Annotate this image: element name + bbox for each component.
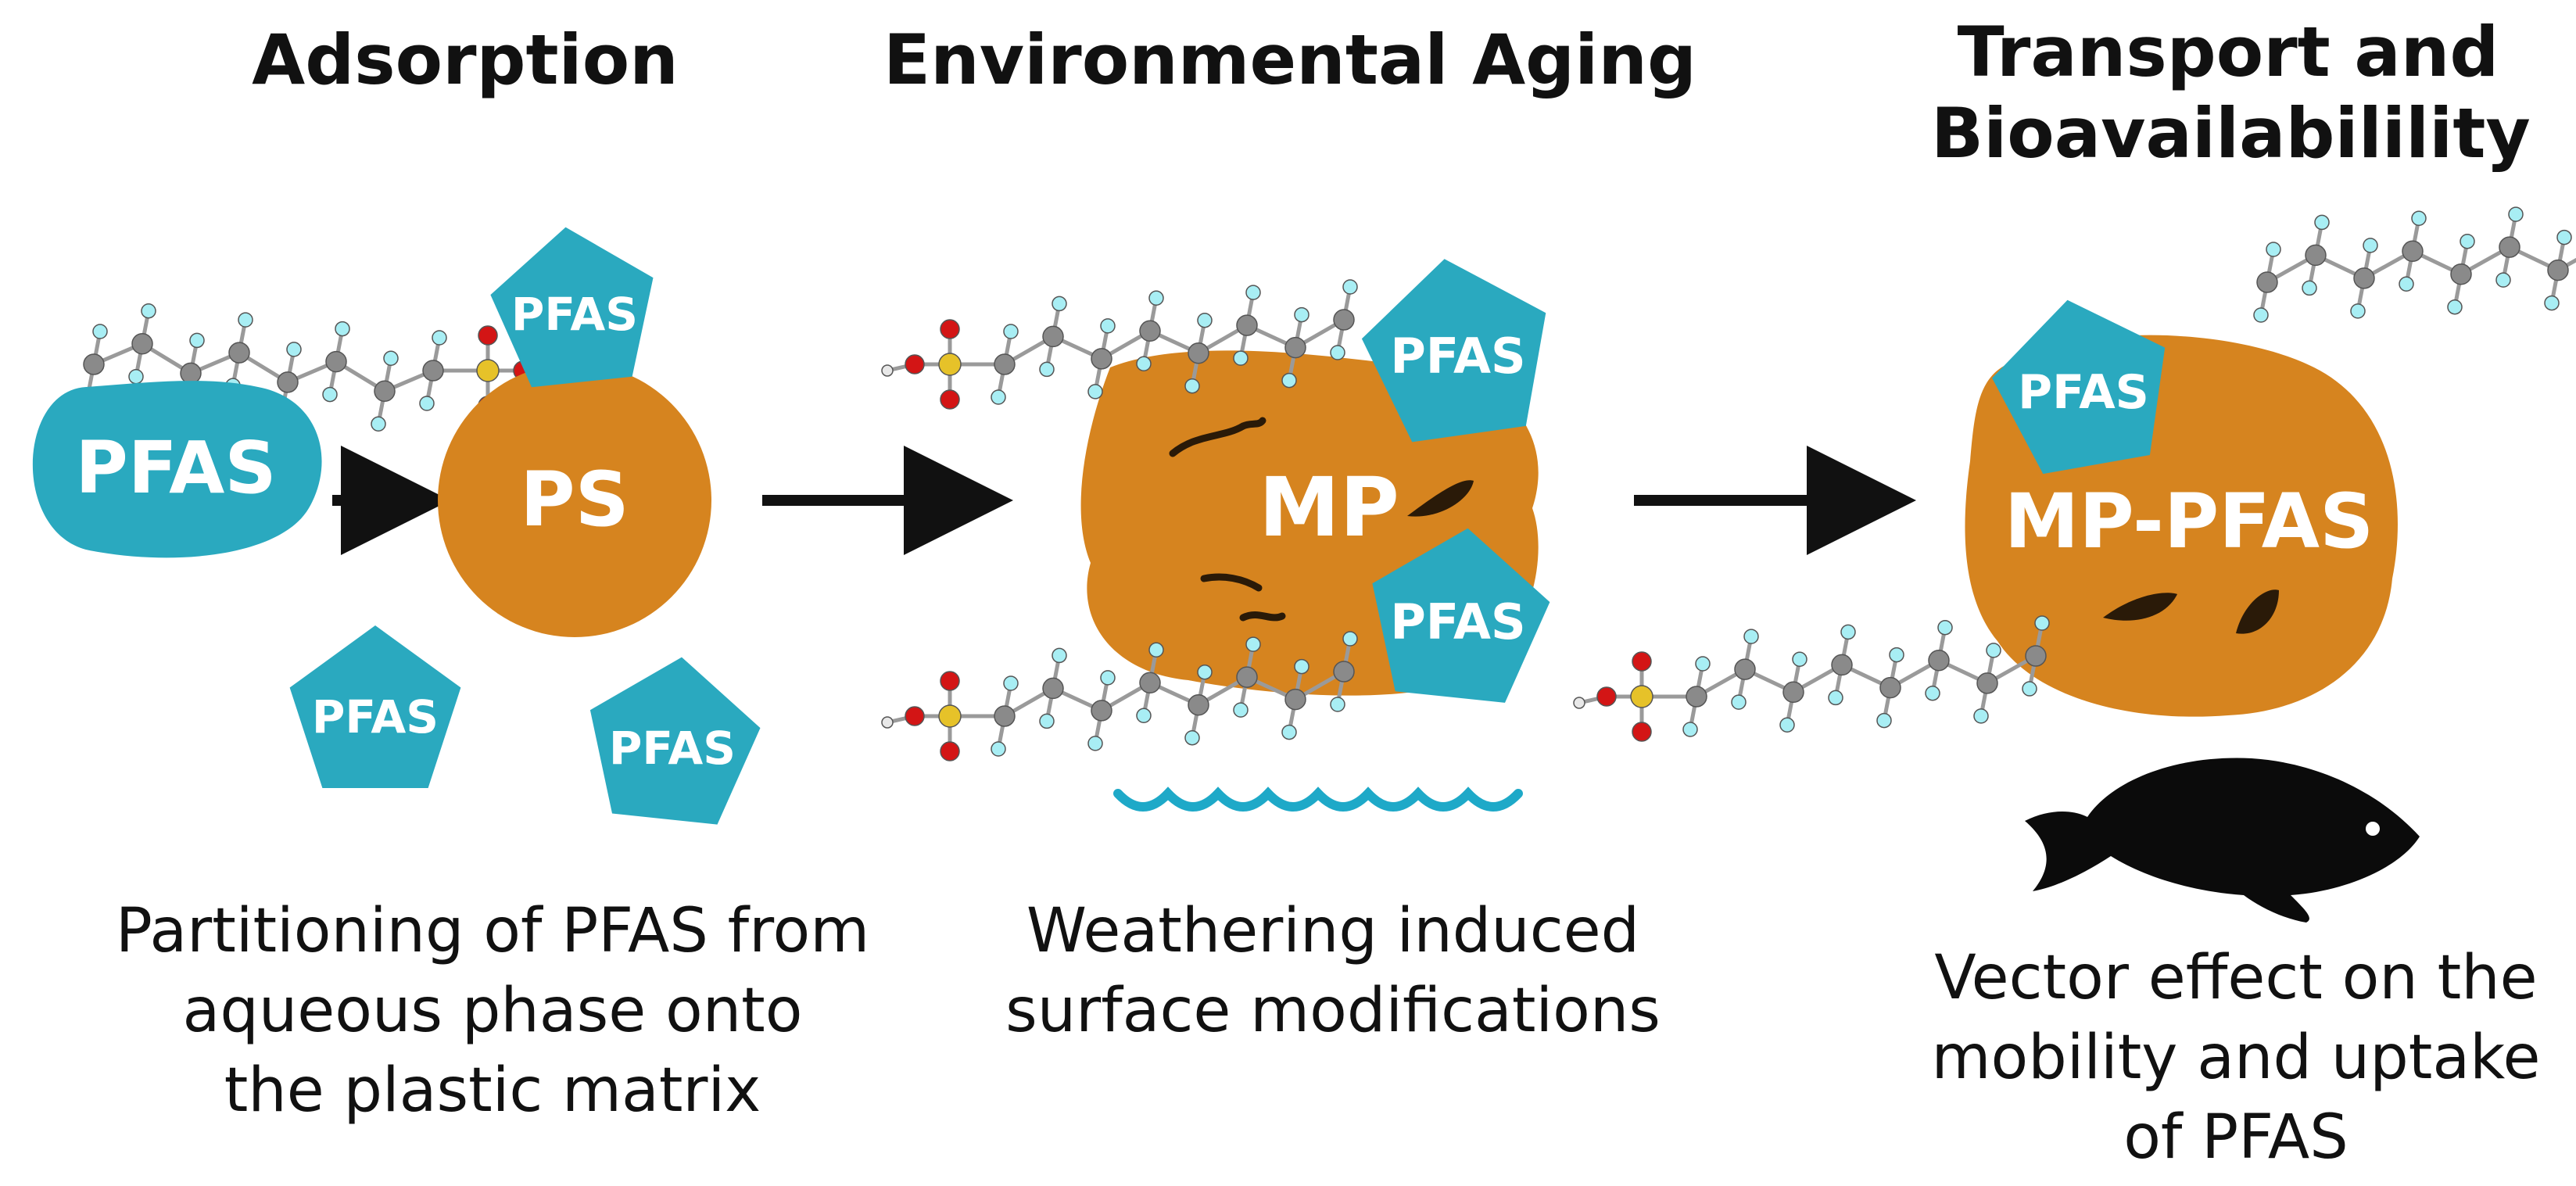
weathering-streak	[2103, 593, 2177, 621]
caption-transport: Vector effect on the mobility and uptake…	[1931, 943, 2541, 1173]
water-waves	[1113, 786, 1523, 812]
pfas-blob	[32, 381, 322, 558]
panel-environmental-aging: MP PFAS PFAS	[881, 259, 1550, 812]
svg-text:PFAS: PFAS	[511, 288, 638, 341]
caption-environmental-aging: Weathering induced surface modifications	[1005, 896, 1661, 1046]
weathering-streak	[2236, 589, 2279, 634]
mp-particle-label: MP	[1259, 460, 1399, 555]
title-adsorption: Adsorption	[252, 20, 679, 100]
panel-adsorption: PFAS PS PFAS PFAS PFAS	[32, 227, 761, 825]
title-transport: Transport and Bioavailabilility	[1931, 12, 2531, 174]
fish-icon	[2025, 758, 2420, 923]
pfas-molecule	[2253, 206, 2576, 323]
svg-text:PFAS: PFAS	[1390, 593, 1525, 650]
pfas-pentagon: PFAS	[490, 227, 654, 388]
caption-adsorption: Partitioning of PFAS from aqueous phase …	[115, 896, 870, 1126]
svg-text:PFAS: PFAS	[2018, 365, 2149, 420]
svg-text:PFAS: PFAS	[609, 722, 736, 775]
weathering-streak	[1407, 480, 1474, 517]
weathering-cracks	[1169, 417, 1286, 622]
ps-particle	[438, 364, 711, 637]
pfas-molecule	[881, 631, 1358, 761]
svg-text:PFAS: PFAS	[312, 690, 439, 743]
pfas-blob-label: PFAS	[75, 426, 276, 510]
ps-particle-label: PS	[520, 456, 629, 543]
pfas-pentagon: PFAS	[1372, 528, 1550, 703]
mp-pfas-particle-label: MP-PFAS	[2005, 478, 2374, 565]
pfas-pentagon: PFAS	[589, 657, 761, 825]
pfas-molecule	[881, 279, 1358, 410]
panel-transport: MP-PFAS PFAS	[1573, 206, 2576, 923]
pfas-pentagon: PFAS	[1992, 299, 2166, 475]
svg-text:PFAS: PFAS	[1390, 328, 1525, 385]
title-environmental-aging: Environmental Aging	[883, 20, 1696, 100]
pfas-pentagon: PFAS	[289, 625, 461, 788]
pfas-molecule	[1573, 615, 2050, 742]
pfas-pentagon: PFAS	[1361, 259, 1546, 443]
